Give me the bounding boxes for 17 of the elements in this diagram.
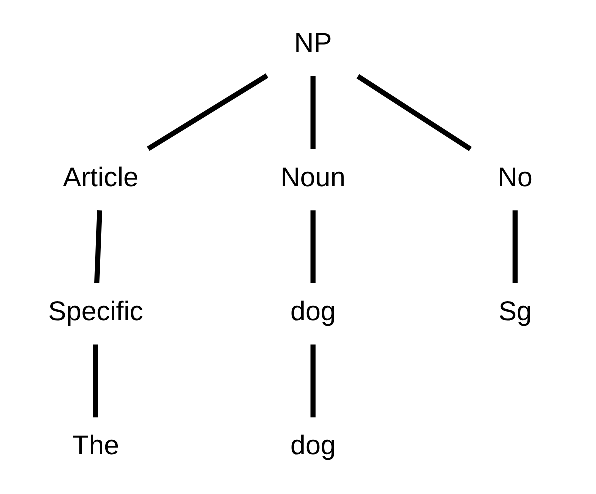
- connector: [310, 210, 316, 284]
- node-text: Sg: [498, 296, 532, 327]
- node-text: dog: [290, 296, 336, 327]
- node-text: NP: [294, 27, 332, 58]
- connector: [512, 210, 518, 284]
- node-text: The: [72, 430, 120, 461]
- connector: [356, 74, 472, 152]
- node-text: Noun: [280, 161, 346, 192]
- connector: [94, 210, 102, 284]
- node-text: Article: [63, 161, 139, 192]
- connector: [93, 344, 98, 418]
- connector: [147, 74, 269, 152]
- connector: [310, 76, 316, 150]
- node-text: dog: [290, 430, 336, 461]
- node-text: Specific: [48, 296, 144, 327]
- node-text: No: [498, 161, 533, 192]
- connector: [310, 344, 316, 418]
